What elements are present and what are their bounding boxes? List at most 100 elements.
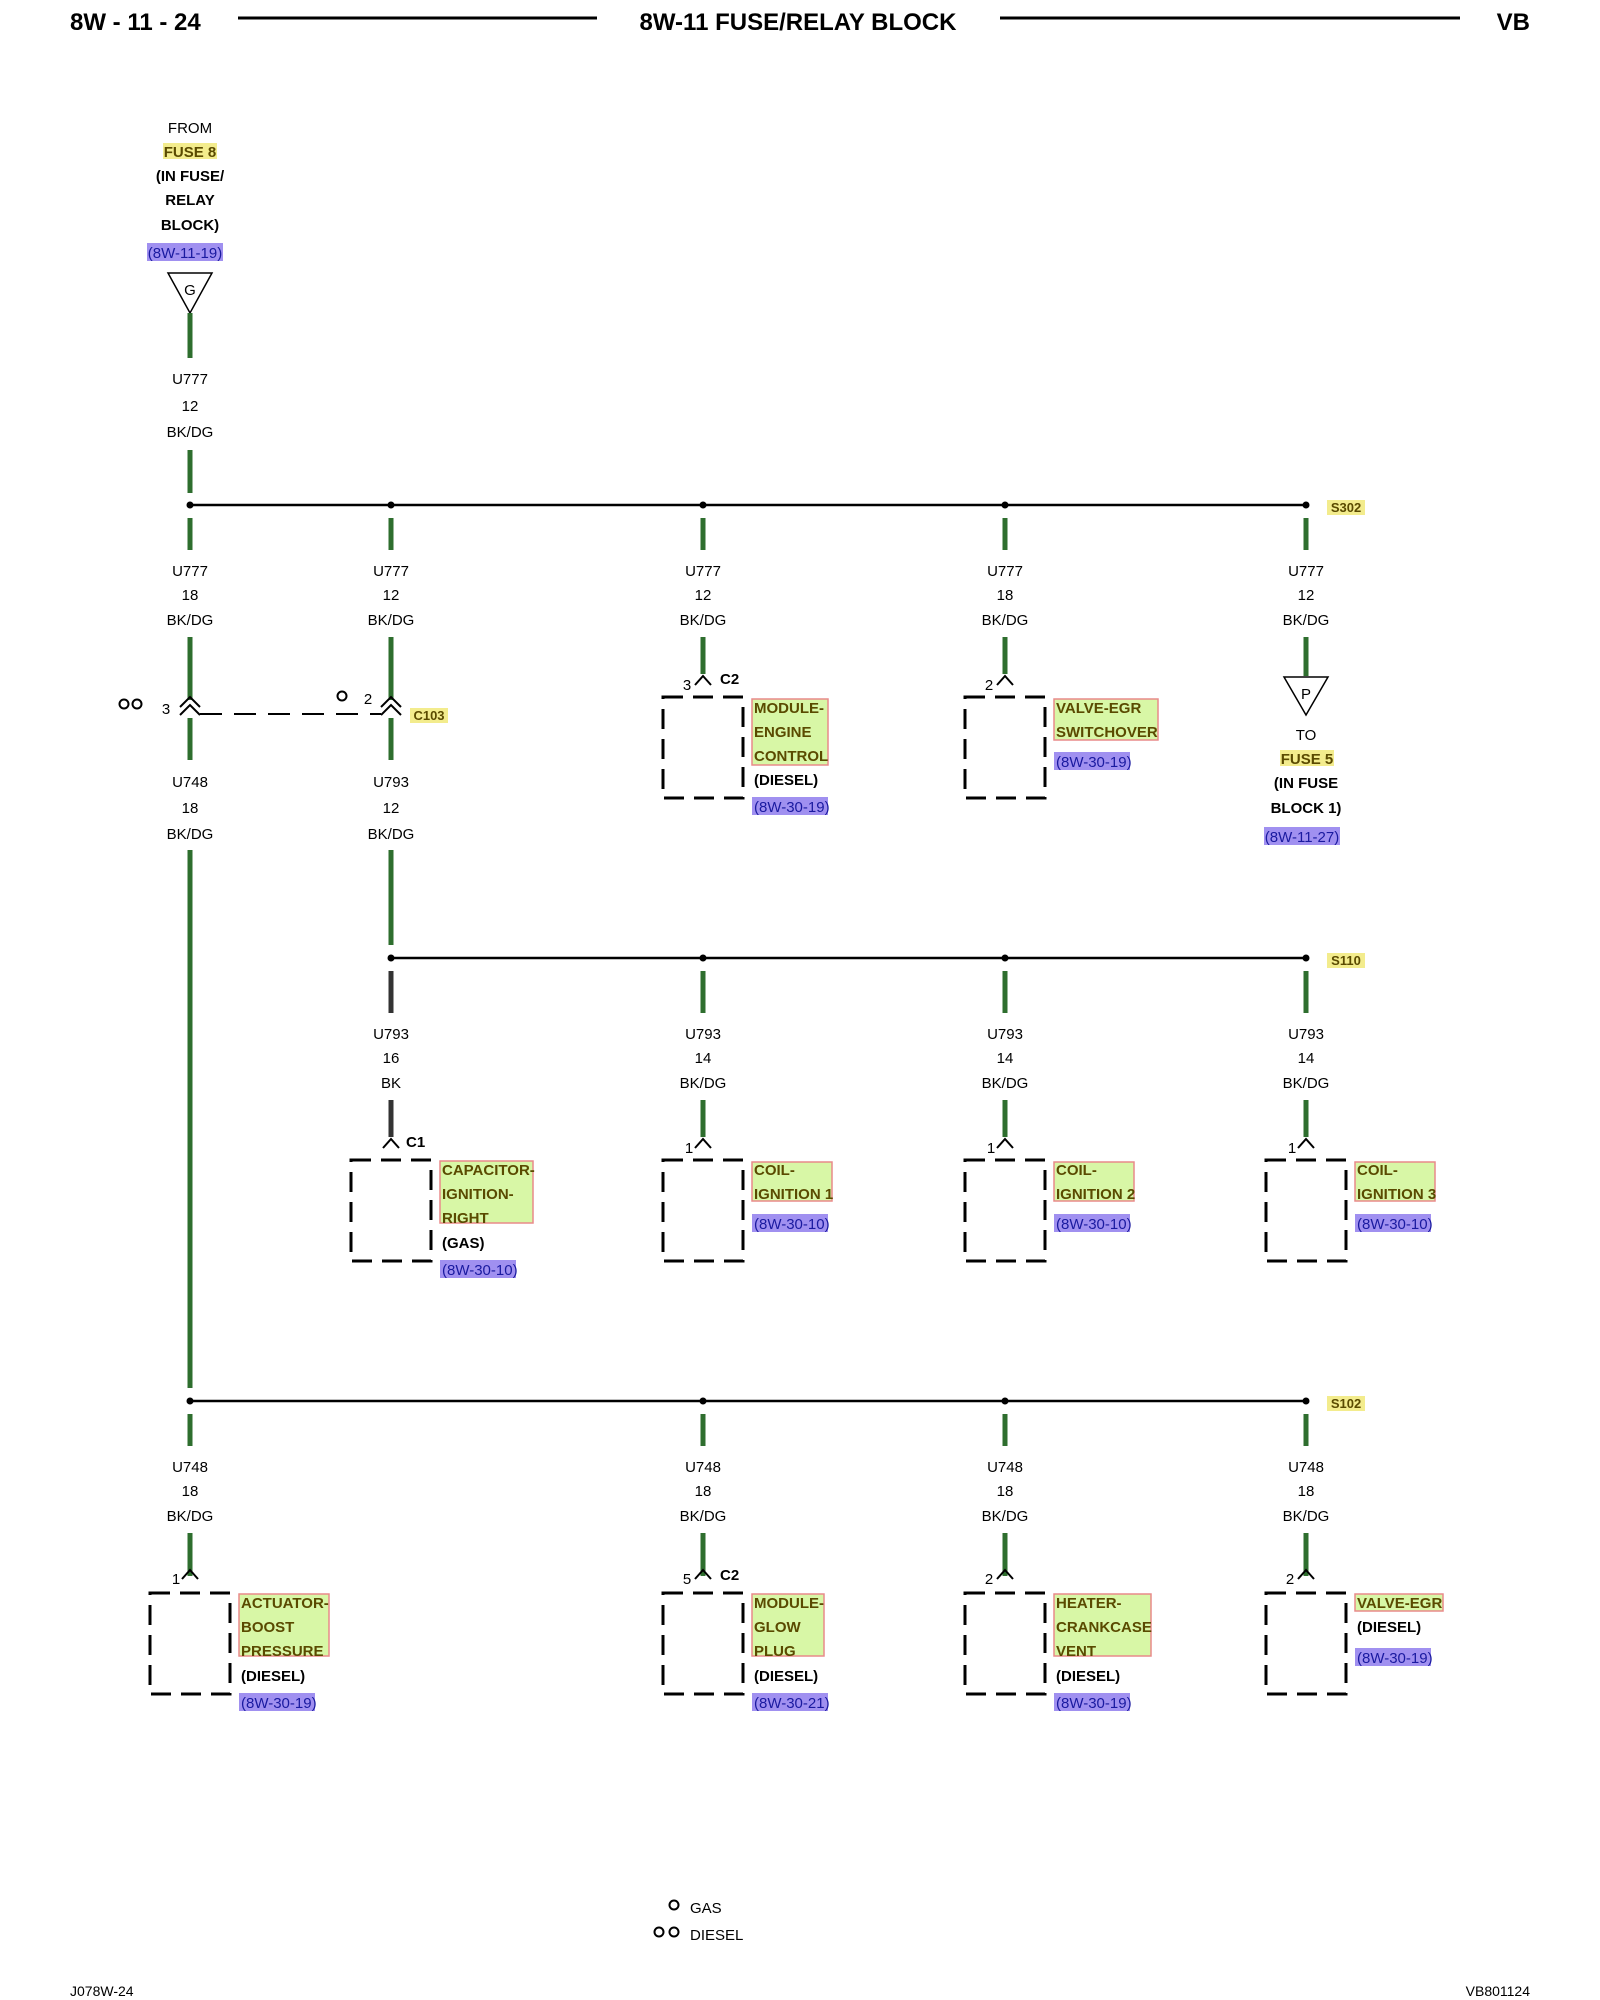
wire-circuit: U777 (987, 563, 1023, 580)
component-name-line: IGNITION 3 (1357, 1186, 1436, 1203)
wire-gauge: 14 (997, 1050, 1014, 1067)
pin-number: 1 (172, 1571, 180, 1588)
ref-highlight (1355, 1214, 1431, 1232)
pin-chevron (996, 674, 1014, 686)
component-name-line: MODULE- (754, 700, 824, 717)
wire-color: BK/DG (167, 612, 214, 629)
wire-gauge: 18 (182, 800, 199, 817)
pin-chevron (1297, 1137, 1315, 1149)
splice-dot (699, 1397, 707, 1405)
splice-dot (699, 954, 707, 962)
component-name-line: IGNITION- (442, 1186, 514, 1203)
connector-p-letter: P (1301, 686, 1311, 703)
c103-pin-left: 3 (162, 701, 170, 718)
footer-right-code: VB801124 (1466, 1983, 1531, 1999)
pin-number: 2 (985, 677, 993, 694)
wire-color: BK/DG (368, 612, 415, 629)
component-name-line: PLUG (754, 1643, 796, 1660)
component-module-engine-control[interactable]: 3 C2 MODULE- ENGINE CONTROL (DIESEL) (8W… (661, 671, 830, 816)
component-actuator-boost-pressure[interactable]: 1 ACTUATOR- BOOST PRESSURE (DIESEL) (8W-… (148, 1568, 330, 1712)
fuse-5-link[interactable]: FUSE 5 (1281, 751, 1334, 768)
wire-color: BK/DG (680, 1508, 727, 1525)
component-valve-egr[interactable]: 2 VALVE-EGR (DIESEL) (8W-30-19) (1264, 1568, 1444, 1696)
pin-chevron (694, 674, 712, 686)
splice-dot (186, 501, 194, 509)
component-ref-link[interactable]: (8W-30-19) (1056, 754, 1132, 771)
wire-gauge: 18 (997, 1483, 1014, 1500)
s110-wire-labels: U793 16 BK U793 14 BK/DG U793 14 BK/DG U… (373, 1026, 1329, 1092)
fuse5-ref-link[interactable]: (8W-11-27) (1265, 829, 1339, 846)
destination-fuse-5: P TO FUSE 5 (IN FUSE BLOCK 1) (8W-11-27) (1264, 676, 1342, 846)
component-ref-link[interactable]: (8W-30-19) (241, 1695, 317, 1712)
legend-diesel-label: DIESEL (690, 1927, 743, 1944)
wire-gauge: 12 (1298, 587, 1315, 604)
wire-circuit: U777 (373, 563, 409, 580)
wire-gauge: 12 (383, 587, 400, 604)
wire-gauge: 18 (182, 587, 199, 604)
splice-dot (1001, 1397, 1009, 1405)
component-module-glow-plug[interactable]: 5 C2 MODULE- GLOW PLUG (DIESEL) (8W-30-2… (661, 1567, 830, 1712)
gas-symbol-icon (336, 690, 348, 702)
fuse5-ref-highlight (1264, 827, 1340, 845)
name-highlight (1053, 1593, 1152, 1657)
wire-gauge: 12 (182, 398, 199, 415)
component-note: (DIESEL) (754, 772, 818, 789)
component-name-line: CAPACITOR- (442, 1162, 535, 1179)
wire-circuit: U777 (1288, 563, 1324, 580)
component-name-line: COIL- (754, 1162, 795, 1179)
component-coil-ignition-2[interactable]: 1 COIL- IGNITION 2 (8W-30-10) (963, 1137, 1135, 1263)
wire-circuit: U748 (172, 774, 208, 791)
fuse5-line-4: BLOCK 1) (1271, 800, 1342, 817)
component-ref-link[interactable]: (8W-30-19) (754, 799, 830, 816)
ref-highlight (1054, 1214, 1130, 1232)
wire-circuit: U777 (172, 563, 208, 580)
component-box (148, 1591, 232, 1696)
component-capacitor-ignition-right[interactable]: C1 CAPACITOR- IGNITION- RIGHT (GAS) (8W-… (349, 1134, 535, 1279)
component-ref-link[interactable]: (8W-30-10) (1357, 1216, 1433, 1233)
component-coil-ignition-3[interactable]: 1 COIL- IGNITION 3 (8W-30-10) (1264, 1137, 1436, 1263)
component-ref-link[interactable]: (8W-30-21) (754, 1695, 830, 1712)
component-heater-crankcase-vent[interactable]: 2 HEATER- CRANKCASE VENT (DIESEL) (8W-30… (963, 1568, 1152, 1712)
page-number: 8W - 11 - 24 (70, 9, 201, 36)
component-note: (DIESEL) (1056, 1668, 1120, 1685)
diesel-symbol-icon (653, 1926, 665, 1938)
source-line-3: (IN FUSE/ (156, 168, 225, 185)
component-box (963, 1158, 1047, 1263)
component-name-line: IGNITION 1 (754, 1186, 833, 1203)
component-name-line: CRANKCASE (1056, 1619, 1152, 1636)
wire-color: BK/DG (982, 1075, 1029, 1092)
wire-circuit: U793 (685, 1026, 721, 1043)
pin-chevron (1297, 1568, 1315, 1580)
component-name-line: ACTUATOR- (241, 1595, 329, 1612)
splice-dot (387, 954, 395, 962)
source-ref-link[interactable]: (8W-11-19) (148, 245, 222, 262)
wire-gauge: 16 (383, 1050, 400, 1067)
splice-dot (699, 501, 707, 509)
component-box (349, 1158, 433, 1263)
component-ref-link[interactable]: (8W-30-19) (1056, 1695, 1132, 1712)
c103-pin-right: 2 (364, 691, 372, 708)
component-box (661, 1591, 745, 1696)
source-ref-highlight (147, 243, 223, 261)
component-note: (DIESEL) (241, 1668, 305, 1685)
component-note: (GAS) (442, 1235, 485, 1252)
component-box (661, 695, 745, 800)
pin-chevron (996, 1137, 1014, 1149)
wire-color: BK/DG (167, 826, 214, 843)
wire-circuit: U793 (1288, 1026, 1324, 1043)
pin-chevron (380, 695, 402, 708)
splice-dot (387, 501, 395, 509)
pin-number: 1 (987, 1140, 995, 1157)
component-ref-link[interactable]: (8W-30-19) (1357, 1650, 1433, 1667)
fuse-8-link[interactable]: FUSE 8 (164, 144, 217, 161)
component-valve-egr-switchover[interactable]: 2 VALVE-EGR SWITCHOVER (8W-30-19) (963, 674, 1159, 800)
component-name-line: COIL- (1056, 1162, 1097, 1179)
connector-g-triangle (166, 272, 214, 315)
fuse5-line-1: TO (1296, 727, 1317, 744)
component-coil-ignition-1[interactable]: 1 COIL- IGNITION 1 (8W-30-10) (661, 1137, 833, 1263)
pin-number: 1 (1288, 1140, 1296, 1157)
component-ref-link[interactable]: (8W-30-10) (754, 1216, 830, 1233)
component-ref-link[interactable]: (8W-30-10) (1056, 1216, 1132, 1233)
component-ref-link[interactable]: (8W-30-10) (442, 1262, 518, 1279)
